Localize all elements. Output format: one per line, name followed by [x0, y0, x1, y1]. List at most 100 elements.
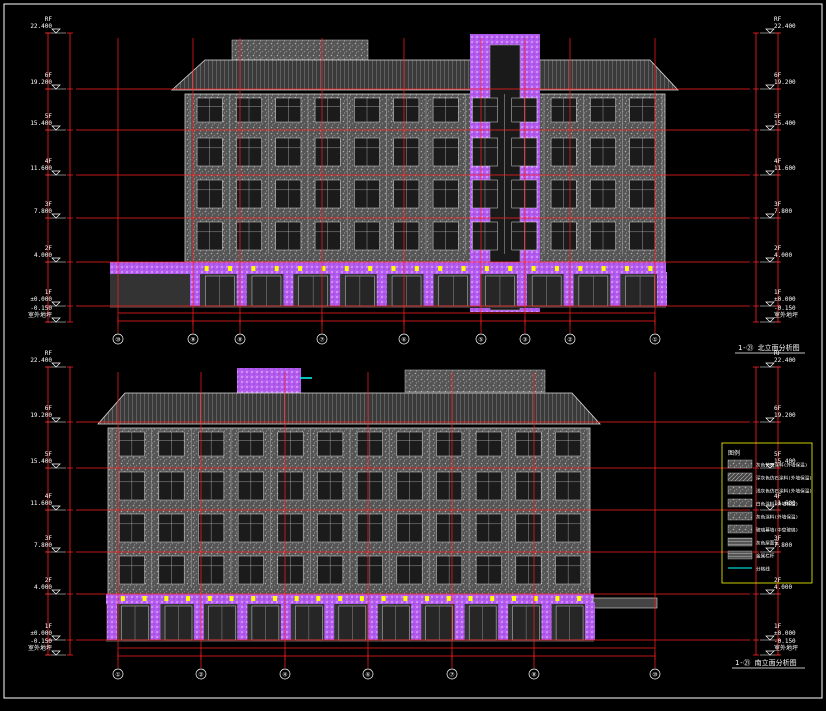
level-marker-icon	[51, 28, 61, 34]
level-marker-icon	[51, 417, 61, 423]
level-marker-icon	[51, 170, 61, 176]
band-marker	[508, 266, 513, 271]
axis-label: ⑧	[531, 672, 536, 679]
axis-bubble	[519, 333, 531, 345]
legend: 图例 灰色仿石涂料(外墙保温)深灰色仿石涂料(外墙保温)浅灰色仿石涂料(外墙保温…	[721, 442, 813, 584]
level-marker-icon	[51, 84, 61, 90]
legend-swatch	[727, 524, 753, 534]
level-marker-icon	[51, 650, 61, 656]
podium-column	[283, 272, 294, 306]
level-name: RF	[774, 350, 782, 357]
axis-label: ③	[522, 337, 527, 344]
axis-bubble	[398, 333, 410, 345]
axis-bubble	[649, 668, 661, 680]
level-name: 1F	[774, 623, 782, 630]
axis-label: ⑦	[449, 672, 454, 679]
level-marker-icon	[51, 505, 61, 511]
axis-bubble	[362, 668, 374, 680]
band-marker	[531, 266, 536, 271]
band-marker	[251, 266, 256, 271]
level-name: 4F	[774, 158, 782, 165]
band-marker	[403, 596, 408, 601]
level-marker-icon	[765, 125, 775, 131]
level-marker-icon	[765, 257, 775, 263]
level-value: 7.800	[34, 208, 52, 215]
axis-label: ⑤	[478, 337, 483, 344]
band-marker	[381, 596, 386, 601]
level-marker-icon	[765, 213, 775, 219]
level-value: 22.400	[30, 357, 52, 364]
level-marker-icon	[51, 125, 61, 131]
level-value: ±0.000	[774, 630, 796, 637]
legend-swatch	[727, 498, 753, 508]
podium-band-south	[106, 594, 594, 604]
level-value: ±0.000	[30, 630, 52, 637]
level-name: 6F	[45, 72, 53, 79]
podium-column	[324, 602, 335, 640]
level-name: RF	[45, 350, 53, 357]
level-marker-icon	[51, 362, 61, 368]
level-marker-icon	[51, 317, 61, 323]
level-marker-icon	[765, 505, 775, 511]
level-name: 3F	[774, 201, 782, 208]
podium-column	[330, 272, 341, 306]
level-marker-icon	[765, 28, 775, 34]
south-elevation: RF22.4006F19.2005F15.4004F11.6003F7.8002…	[28, 350, 798, 680]
podium-column	[585, 602, 595, 640]
band-marker	[438, 266, 443, 271]
band-marker	[578, 266, 583, 271]
legend-swatch	[727, 472, 753, 482]
legend-swatch	[727, 459, 753, 469]
level-name: 2F	[774, 577, 782, 584]
podium-column	[107, 602, 117, 640]
level-name: 5F	[774, 451, 782, 458]
band-marker	[344, 266, 349, 271]
podium-column	[423, 272, 434, 306]
podium-column	[454, 602, 465, 640]
band-marker	[204, 266, 209, 271]
level-value: 19.200	[774, 412, 796, 419]
podium-column	[541, 602, 552, 640]
axis-bubble	[475, 333, 487, 345]
level-value: 22.400	[30, 23, 52, 30]
level-name: 3F	[45, 535, 53, 542]
podium-column	[367, 602, 378, 640]
level-name: 6F	[774, 72, 782, 79]
band-marker	[164, 596, 169, 601]
band-marker	[272, 596, 277, 601]
band-marker	[321, 266, 326, 271]
axis-bubble	[279, 668, 291, 680]
level-marker-icon	[765, 84, 775, 90]
level-name: -0.150	[30, 305, 52, 312]
level-marker-icon	[765, 463, 775, 469]
axis-label: ①	[652, 337, 657, 344]
roof-equipment-box	[231, 39, 369, 61]
level-value: 22.400	[774, 357, 796, 364]
legend-item-label: 分格线	[756, 566, 770, 573]
level-name: 4F	[45, 158, 53, 165]
axis-bubble	[528, 668, 540, 680]
level-marker-icon	[51, 547, 61, 553]
level-name: 3F	[45, 201, 53, 208]
axis-bubble	[564, 333, 576, 345]
band-marker	[533, 596, 538, 601]
podium-column	[516, 272, 527, 306]
podium-column	[150, 602, 161, 640]
band-marker	[294, 596, 299, 601]
axis-label: ①	[115, 672, 120, 679]
axis-label: ②	[567, 337, 572, 344]
north-elevation: RF22.4006F19.2005F15.4004F11.6003F7.8002…	[28, 16, 798, 345]
level-marker-icon	[51, 257, 61, 263]
pitched-roof-south	[97, 392, 601, 425]
level-name: -0.150	[774, 638, 796, 645]
level-name: 3F	[774, 535, 782, 542]
level-marker-icon	[765, 317, 775, 323]
level-value: 19.200	[774, 79, 796, 86]
level-marker-icon	[765, 635, 775, 641]
band-marker	[577, 596, 582, 601]
podium-column	[411, 602, 422, 640]
band-marker	[624, 266, 629, 271]
north-elevation-title: 1-㉑ 北立面分析图	[738, 343, 800, 352]
podium-column	[657, 272, 667, 306]
level-value: 4.000	[774, 252, 792, 259]
